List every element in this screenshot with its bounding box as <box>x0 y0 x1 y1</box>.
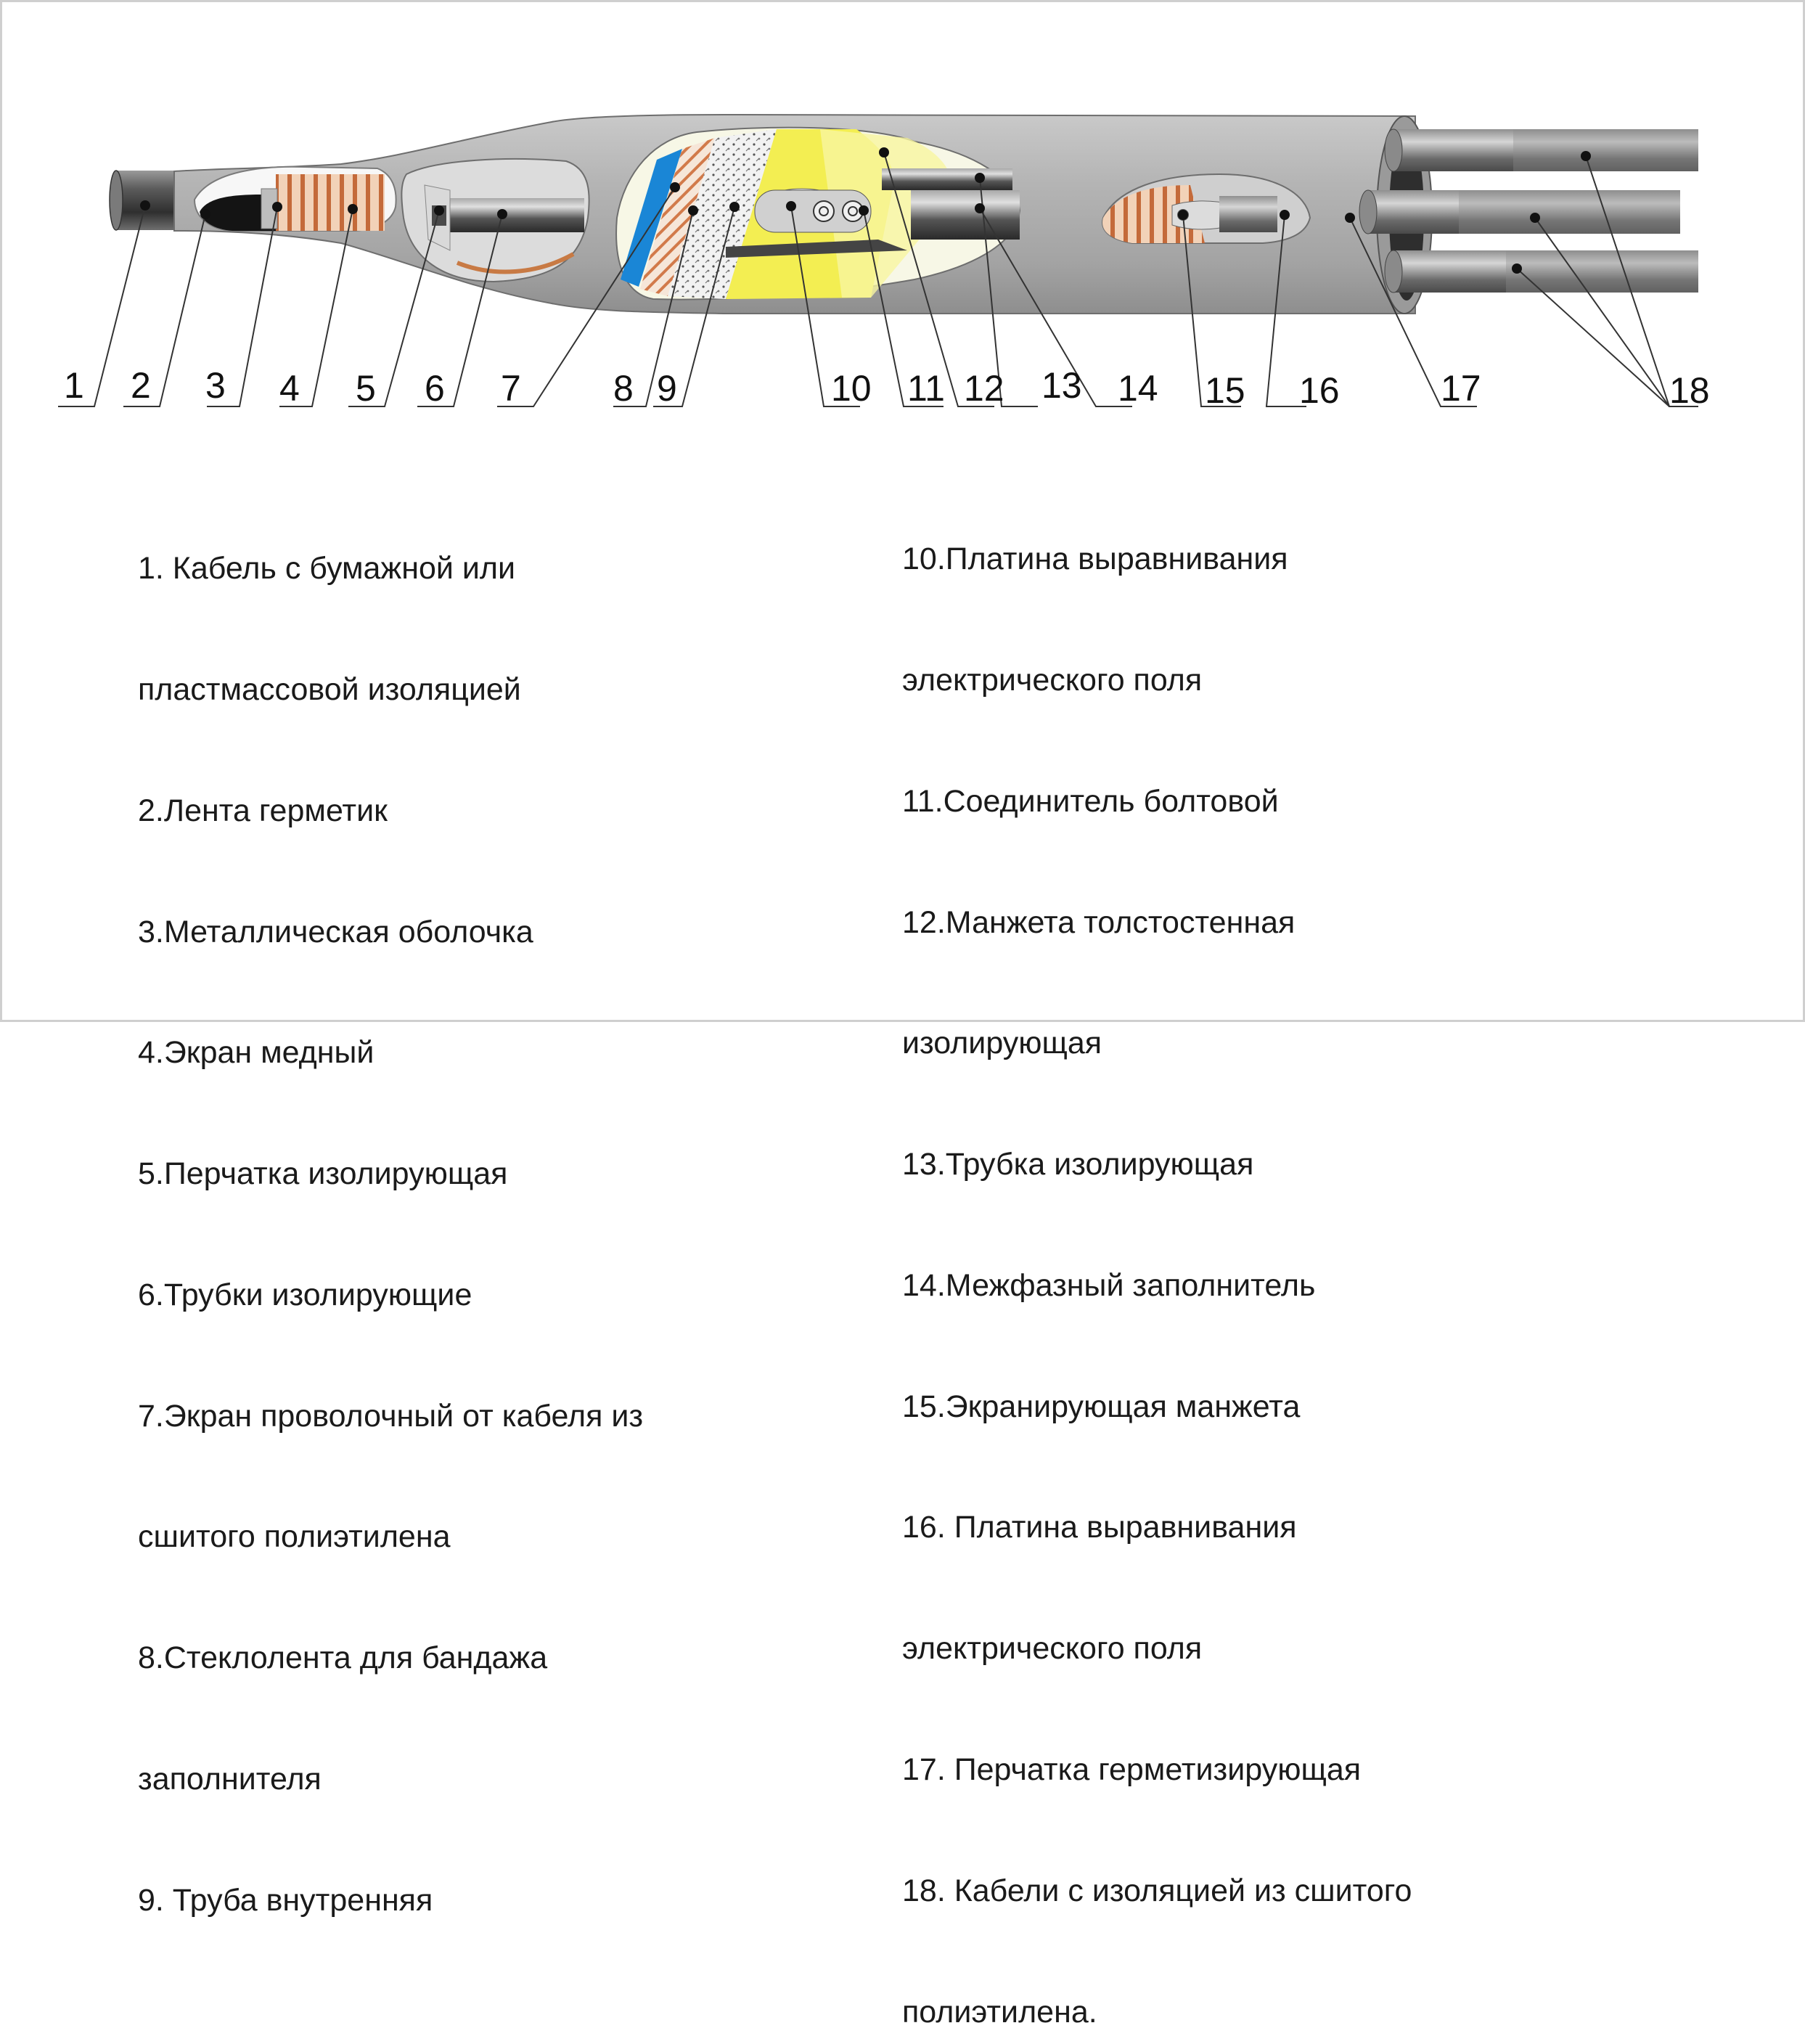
callout-9: 9 <box>657 368 677 409</box>
callout-11: 11 <box>907 368 945 409</box>
callout-4: 4 <box>279 368 300 409</box>
callout-3: 3 <box>205 365 226 406</box>
legend-line: 9. Труба внутренняя <box>138 1882 433 1918</box>
callout-12: 12 <box>964 368 1004 409</box>
callout-10: 10 <box>831 368 872 409</box>
callout-6: 6 <box>425 368 445 409</box>
legend-line: сшитого полиэтилена <box>138 1519 451 1555</box>
legend-line: 18. Кабели с изоляцией из сшитого <box>902 1873 1412 1908</box>
callout-2: 2 <box>131 365 151 406</box>
legend-line: 15.Экранирующая манжета <box>902 1389 1301 1424</box>
legend-line: 5.Перчатка изолирующая <box>138 1156 508 1192</box>
legend-line: 11.Соединитель болтовой <box>902 783 1279 819</box>
legend-right-column: 10.Платина выравнивания электрического п… <box>902 459 1412 2044</box>
legend-line: 6.Трубки изолирующие <box>138 1277 472 1312</box>
callout-5: 5 <box>356 368 376 409</box>
outgoing-cables <box>1359 128 1698 293</box>
legend-left-column: 1. Кабель с бумажной или пластмассовой и… <box>138 468 643 1961</box>
callout-18: 18 <box>1669 370 1710 411</box>
legend-line: заполнителя <box>138 1762 322 1796</box>
legend-line: 17. Перчатка герметизирующая <box>902 1752 1362 1787</box>
callout-15: 15 <box>1205 370 1245 411</box>
callout-7: 7 <box>501 368 521 409</box>
cutaway-window-b <box>401 158 590 283</box>
cutaway-window-d <box>1102 173 1311 244</box>
leader-lines <box>58 152 1698 407</box>
legend-line: 1. Кабель с бумажной или <box>138 551 515 586</box>
callout-14: 14 <box>1118 368 1158 409</box>
callout-1: 1 <box>64 365 84 406</box>
legend-line: 7.Экран проволочный от кабеля из <box>138 1398 644 1434</box>
callout-16: 16 <box>1299 370 1340 411</box>
legend-line: электрического поля <box>902 662 1203 698</box>
legend-line: 2.Лента герметик <box>138 793 388 828</box>
legend-line: 4.Экран медный <box>138 1035 374 1071</box>
callout-17: 17 <box>1441 368 1481 409</box>
legend-line: 8.Стеклолента для бандажа <box>138 1640 548 1676</box>
legend-line: электрического поля <box>902 1631 1203 1667</box>
legend-line: 14.Межфазный заполнитель <box>902 1267 1316 1303</box>
leader-dots <box>140 147 1591 274</box>
cable-joint-diagram: 1 2 3 4 5 6 7 8 9 10 11 12 13 14 15 16 1… <box>58 113 1710 411</box>
cutaway-window-a <box>193 165 397 232</box>
legend-line: 16. Платина выравнивания <box>902 1510 1297 1545</box>
legend-line: 12.Манжета толстостенная <box>902 904 1296 940</box>
cutaway-window-c <box>615 126 1021 301</box>
legend-line: пластмассовой изоляцией <box>138 671 521 707</box>
callout-8: 8 <box>613 368 634 409</box>
legend-line: полиэтилена. <box>902 1994 1097 2029</box>
legend-line: 10.Платина выравнивания <box>902 541 1288 577</box>
legend-line: 3.Металлическая оболочка <box>138 914 533 949</box>
callout-numbers: 1 2 3 4 5 6 7 8 9 10 11 12 13 14 15 16 1… <box>64 365 1710 411</box>
legend-line: изолирующая <box>902 1026 1102 1061</box>
legend-line: 13.Трубка изолирующая <box>902 1147 1254 1182</box>
callout-13: 13 <box>1041 365 1082 406</box>
